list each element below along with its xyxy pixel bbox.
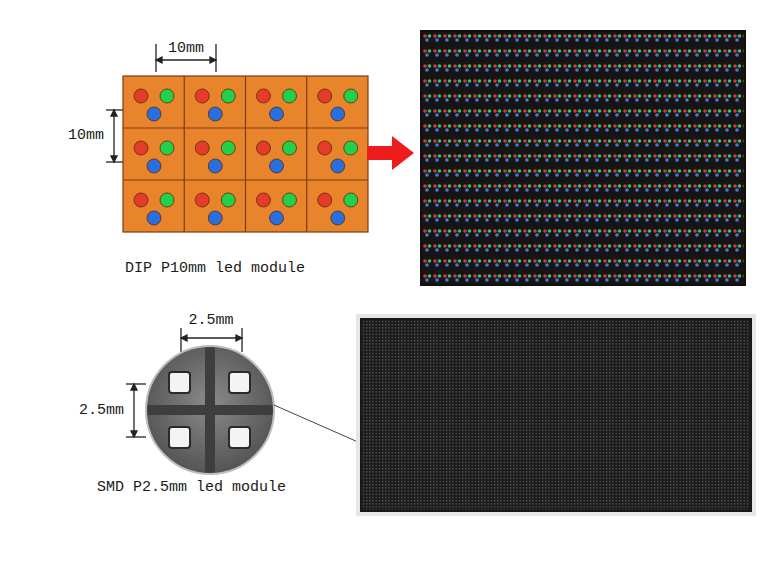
dimension-label: 2.5mm (188, 312, 233, 330)
smd-module (356, 314, 756, 516)
dip-pixel-grid (123, 76, 368, 232)
magnified-smd (140, 340, 280, 480)
dimension-label: 2.5mm (79, 402, 124, 420)
dimension-label: 10mm (68, 127, 104, 145)
dimension-label: 10mm (168, 40, 204, 58)
dip-module (420, 30, 746, 286)
leader-line (274, 405, 358, 442)
red-arrow (367, 136, 414, 170)
module-caption: SMD P2.5mm led module (97, 479, 286, 497)
dimension-bracket (126, 384, 146, 437)
dimension-bracket (106, 110, 124, 162)
module-caption: DIP P10mm led module (125, 260, 305, 278)
